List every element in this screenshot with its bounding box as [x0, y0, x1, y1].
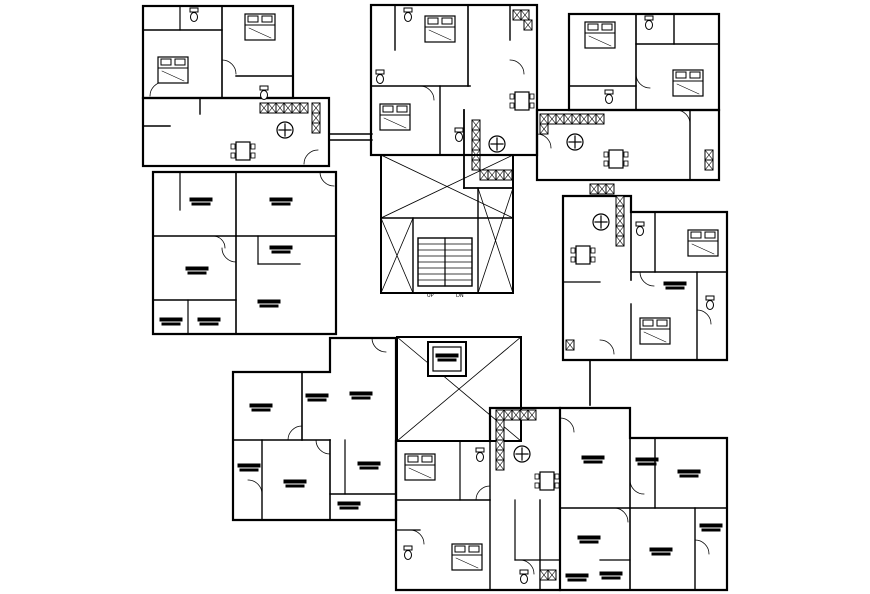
stair-up-label: UP — [427, 293, 434, 299]
apartment-left-middle — [151, 170, 338, 336]
room-label — [189, 197, 213, 206]
room-label — [249, 403, 273, 412]
bed-icon — [672, 69, 704, 97]
apartment-top-left — [141, 4, 373, 168]
kitchen-counter-icon — [259, 102, 269, 114]
toilet-icon — [705, 295, 715, 310]
toilet-icon — [375, 69, 385, 84]
toilet-icon — [454, 127, 464, 142]
stove-icon — [276, 121, 294, 139]
toilet-icon — [604, 89, 614, 104]
toilet-icon — [475, 447, 485, 462]
kitchen-counter-icon — [539, 113, 549, 125]
apartment-top-center — [369, 3, 539, 189]
dining-table-icon — [570, 245, 596, 265]
bed-icon — [424, 15, 456, 43]
stove-icon — [566, 133, 584, 151]
bed-icon — [157, 56, 189, 84]
bed-icon — [379, 103, 411, 131]
stove-icon — [488, 135, 506, 153]
apartment-right-middle — [561, 194, 729, 406]
toilet-icon — [403, 545, 413, 560]
stair-core — [380, 154, 514, 294]
dining-table-icon — [509, 91, 535, 111]
toilet-icon — [644, 15, 654, 30]
bed-icon — [244, 13, 276, 41]
dining-table-icon — [534, 471, 560, 491]
apartment-bottom-left — [231, 336, 398, 522]
stove-icon — [513, 445, 531, 463]
toilet-icon — [259, 85, 269, 100]
dining-table-icon — [230, 141, 256, 161]
bed-icon — [687, 229, 719, 257]
kitchen-counter-icon — [589, 183, 599, 195]
bed-icon — [451, 543, 483, 571]
dining-table-icon — [603, 149, 629, 169]
bed-icon — [404, 453, 436, 481]
bed-icon — [639, 317, 671, 345]
apartment-top-right — [535, 12, 721, 182]
kitchen-counter-icon — [471, 119, 481, 131]
stove-icon — [592, 213, 610, 231]
toilet-icon — [189, 7, 199, 22]
kitchen-counter-icon — [495, 409, 505, 421]
apartment-bottom-center — [394, 406, 562, 592]
apartment-bottom-right — [558, 406, 729, 592]
toilet-icon — [635, 221, 645, 236]
bed-icon — [584, 21, 616, 49]
stair-down-label: DN — [456, 293, 464, 299]
room-label — [581, 455, 605, 464]
toilet-icon — [519, 569, 529, 584]
toilet-icon — [403, 7, 413, 22]
